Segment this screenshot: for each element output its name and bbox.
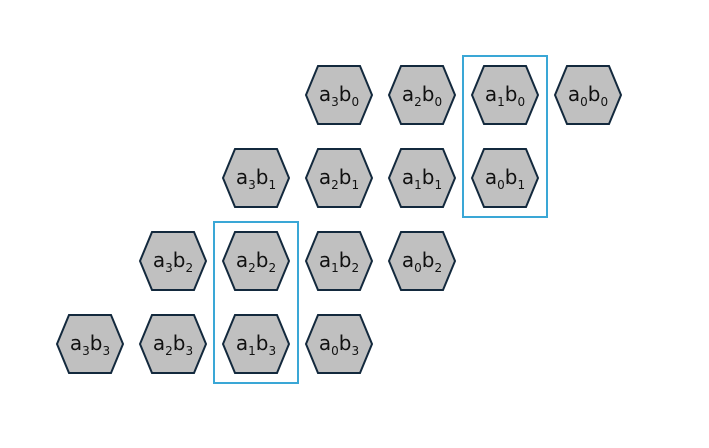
- hex-label: a2b1: [319, 165, 359, 192]
- hex-label: a1b2: [319, 248, 359, 275]
- hex-label: a0b3: [319, 331, 359, 358]
- hex-label: a0b1: [485, 165, 525, 192]
- hex-label: a0b0: [568, 82, 608, 109]
- hexagon-shape: [138, 231, 208, 291]
- hexagon-shape: [221, 231, 291, 291]
- hexagon-shape: [304, 148, 374, 208]
- partial-product-a2b1: a2b1: [304, 148, 374, 208]
- hexagon-shape: [304, 314, 374, 374]
- hexagon-shape: [470, 65, 540, 125]
- hexagon-shape: [55, 314, 125, 374]
- hex-label: a1b1: [402, 165, 442, 192]
- partial-product-a3b2: a3b2: [138, 231, 208, 291]
- hex-label: a0b2: [402, 248, 442, 275]
- hex-label: a2b3: [153, 331, 193, 358]
- partial-product-a3b3: a3b3: [55, 314, 125, 374]
- hex-label: a2b2: [236, 248, 276, 275]
- partial-product-a0b2: a0b2: [387, 231, 457, 291]
- highlight-box-2: [213, 221, 299, 384]
- hexagon-shape: [387, 148, 457, 208]
- hexagon-shape: [304, 65, 374, 125]
- partial-product-a1b2: a1b2: [304, 231, 374, 291]
- partial-product-a3b1: a3b1: [221, 148, 291, 208]
- partial-product-a1b1: a1b1: [387, 148, 457, 208]
- hex-label: a3b0: [319, 82, 359, 109]
- hexagon-shape: [387, 65, 457, 125]
- partial-product-a0b0: a0b0: [553, 65, 623, 125]
- hexagon-shape: [553, 65, 623, 125]
- hex-label: a1b0: [485, 82, 525, 109]
- hexagon-shape: [387, 231, 457, 291]
- partial-product-a0b3: a0b3: [304, 314, 374, 374]
- highlight-box-1: [462, 55, 548, 218]
- hexagon-shape: [304, 231, 374, 291]
- hex-label: a3b2: [153, 248, 193, 275]
- hex-label: a3b3: [70, 331, 110, 358]
- hex-label: a3b1: [236, 165, 276, 192]
- partial-product-a3b0: a3b0: [304, 65, 374, 125]
- partial-product-a0b1: a0b1: [470, 148, 540, 208]
- hexagon-shape: [221, 314, 291, 374]
- partial-product-a2b3: a2b3: [138, 314, 208, 374]
- hexagon-shape: [138, 314, 208, 374]
- hex-label: a2b0: [402, 82, 442, 109]
- hexagon-shape: [470, 148, 540, 208]
- hexagon-shape: [221, 148, 291, 208]
- partial-product-a2b0: a2b0: [387, 65, 457, 125]
- hex-label: a1b3: [236, 331, 276, 358]
- partial-product-a2b2: a2b2: [221, 231, 291, 291]
- partial-product-a1b3: a1b3: [221, 314, 291, 374]
- partial-product-a1b0: a1b0: [470, 65, 540, 125]
